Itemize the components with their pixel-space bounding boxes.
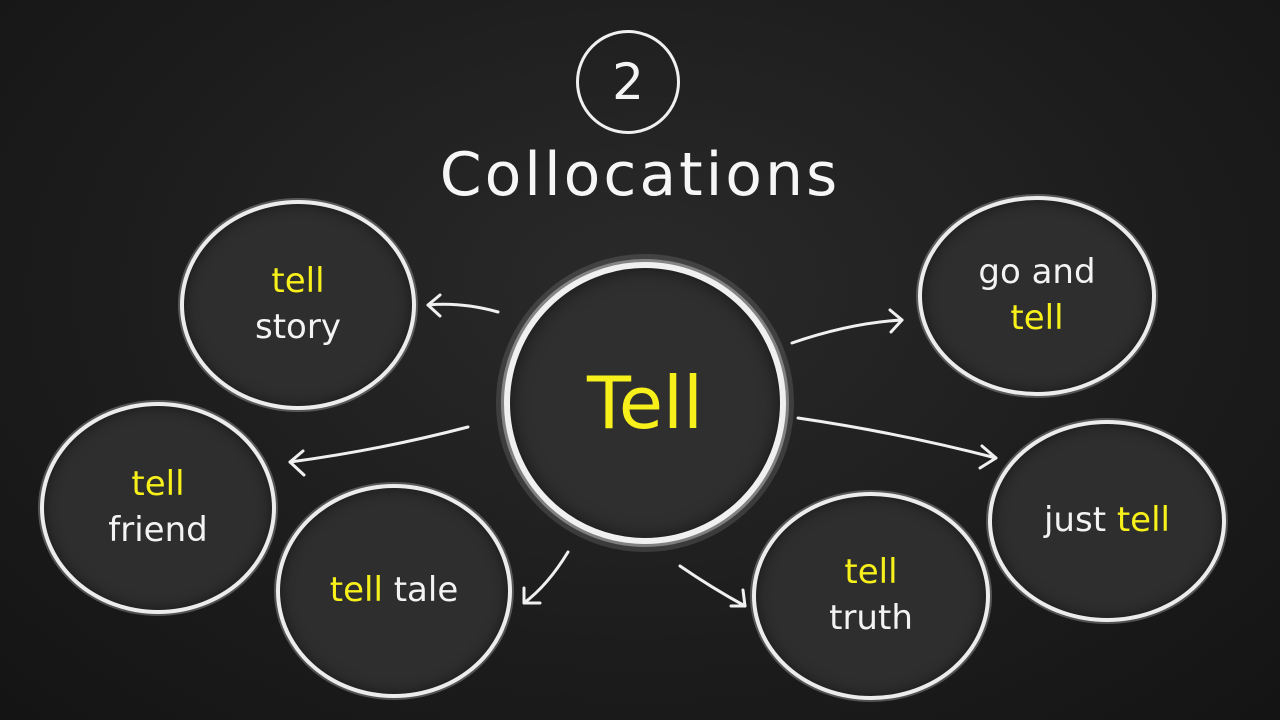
arrowhead-just-tell — [978, 444, 998, 470]
node-line: tell tale — [330, 568, 459, 614]
title-text: Collocations — [439, 140, 841, 210]
node-line-2: friend — [108, 510, 208, 550]
node-line: just tell — [1044, 498, 1170, 544]
arrowhead-go-and-tell — [888, 308, 904, 334]
node-line-1: go and — [978, 252, 1096, 293]
node-go-and-tell: go and tell — [918, 196, 1156, 396]
node-line-1: tell — [271, 261, 325, 302]
arrow-to-tell-truth — [678, 564, 747, 608]
center-word: Tell — [586, 361, 704, 445]
node-line-2: truth — [829, 598, 913, 638]
node-line-1: tell — [844, 552, 898, 593]
node-tell-friend: tell friend — [40, 402, 276, 614]
arrowhead-tell-friend — [288, 449, 306, 477]
page-title: Collocations — [0, 140, 1280, 210]
node-part-2: tale — [382, 570, 459, 611]
section-number-badge: 2 — [576, 30, 680, 134]
node-part-1: tell — [329, 570, 383, 611]
arrowhead-tell-truth — [729, 588, 747, 608]
arrow-to-just-tell — [796, 416, 998, 460]
arrowhead-tell-story — [426, 293, 442, 318]
arrow-to-go-and-tell — [790, 318, 904, 345]
node-line-1: tell — [131, 464, 185, 505]
node-tell-tale: tell tale — [276, 484, 512, 698]
section-number: 2 — [612, 53, 644, 111]
node-tell-truth: tell truth — [752, 492, 990, 700]
arrow-to-tell-story — [426, 302, 500, 314]
node-part-2: tell — [1116, 500, 1170, 541]
node-tell-story: tell story — [180, 200, 416, 410]
node-line-2: story — [255, 307, 341, 347]
node-part-1: just — [1043, 500, 1117, 541]
node-just-tell: just tell — [988, 420, 1226, 622]
node-line-2: tell — [1010, 298, 1064, 338]
arrowhead-tell-tale — [522, 586, 542, 605]
arrow-to-tell-tale — [522, 550, 570, 605]
arrow-to-tell-friend — [288, 425, 470, 464]
center-node: Tell — [504, 262, 786, 544]
